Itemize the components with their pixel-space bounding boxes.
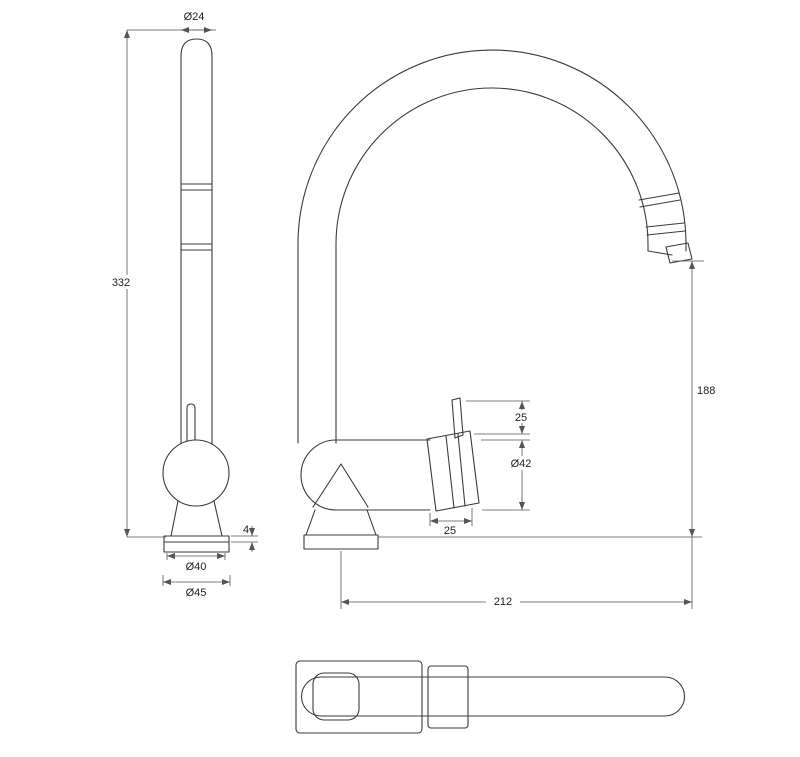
dim-base-inner-diameter: Ø40 [166, 552, 226, 573]
top-handle-outline [427, 665, 469, 729]
dim-handle-length-label: 25 [444, 525, 456, 537]
dim-lever-height: 25 [466, 400, 535, 435]
front-cone-intersection [312, 463, 369, 508]
dim-overall-height: 332 [105, 30, 166, 538]
dim-outlet-height: 188 [672, 260, 715, 537]
dim-overall-height-label: 332 [112, 277, 130, 289]
front-gooseneck-inner [335, 87, 649, 444]
front-sprayhead-joint [638, 192, 686, 236]
dim-spout-diameter-label: Ø24 [184, 11, 205, 23]
dim-spout-reach-label: 212 [494, 596, 512, 608]
front-gooseneck-outer [297, 49, 687, 444]
front-base [303, 509, 379, 550]
front-lever [451, 397, 464, 439]
dim-spout-reach: 212 [340, 537, 693, 609]
dim-handle-length: 25 [429, 508, 473, 537]
side-sprayhead-bands [180, 183, 213, 251]
front-view: 25 Ø42 25 188 212 [297, 49, 715, 609]
top-mount-square [312, 672, 360, 721]
dim-base-plate-thickness-label: 4 [243, 524, 249, 536]
front-spout-outlet [647, 242, 693, 264]
front-handle [426, 397, 480, 512]
side-base-cone [170, 500, 223, 537]
dim-spout-diameter: Ø24 [127, 11, 216, 34]
top-spout-outline [301, 676, 685, 717]
dim-base-plate-thickness: 4 [231, 524, 258, 552]
dim-body-diameter: Ø42 [481, 439, 539, 511]
dim-outlet-height-label: 188 [697, 385, 715, 397]
front-body [300, 439, 431, 511]
side-lever [186, 403, 196, 445]
dim-base-outer-diameter: Ø45 [162, 575, 231, 599]
top-body-outline [295, 660, 423, 734]
dim-base-outer-diameter-label: Ø45 [186, 587, 207, 599]
dim-base-inner-diameter-label: Ø40 [186, 561, 207, 573]
top-view [295, 660, 685, 734]
side-valve-body [162, 439, 230, 507]
side-spout-tube [180, 38, 213, 445]
dim-body-diameter-label: Ø42 [511, 458, 532, 470]
side-base-plate [163, 535, 230, 553]
dim-lever-height-label: 25 [515, 412, 527, 424]
side-view: Ø24 332 4 Ø40 Ø45 [105, 11, 258, 599]
